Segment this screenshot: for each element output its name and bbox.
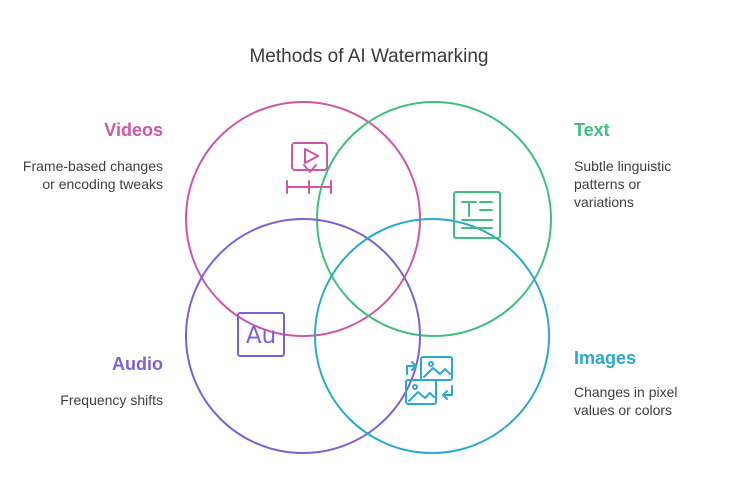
- video-play-icon: [286, 142, 332, 194]
- videos-heading: Videos: [104, 120, 163, 140]
- text-heading: Text: [574, 120, 610, 140]
- images-heading: Images: [574, 348, 637, 368]
- diagram-title: Methods of AI Watermarking: [249, 46, 489, 67]
- images-description: Changes in pixel values or colors: [574, 384, 678, 418]
- videos-description: Frame-based changes or encoding tweaks: [22, 158, 163, 192]
- image-swap-icon: [405, 356, 453, 405]
- text-description: Subtle linguistic patterns or variations: [574, 158, 672, 210]
- images-circle: [314, 218, 550, 454]
- audio-au-icon: Au: [237, 312, 285, 357]
- audio-icon-label: Au: [246, 323, 276, 349]
- audio-heading: Audio: [112, 354, 163, 374]
- audio-description: Frequency shifts: [60, 392, 163, 408]
- text-document-icon: [453, 191, 501, 239]
- audio-circle: [185, 218, 421, 454]
